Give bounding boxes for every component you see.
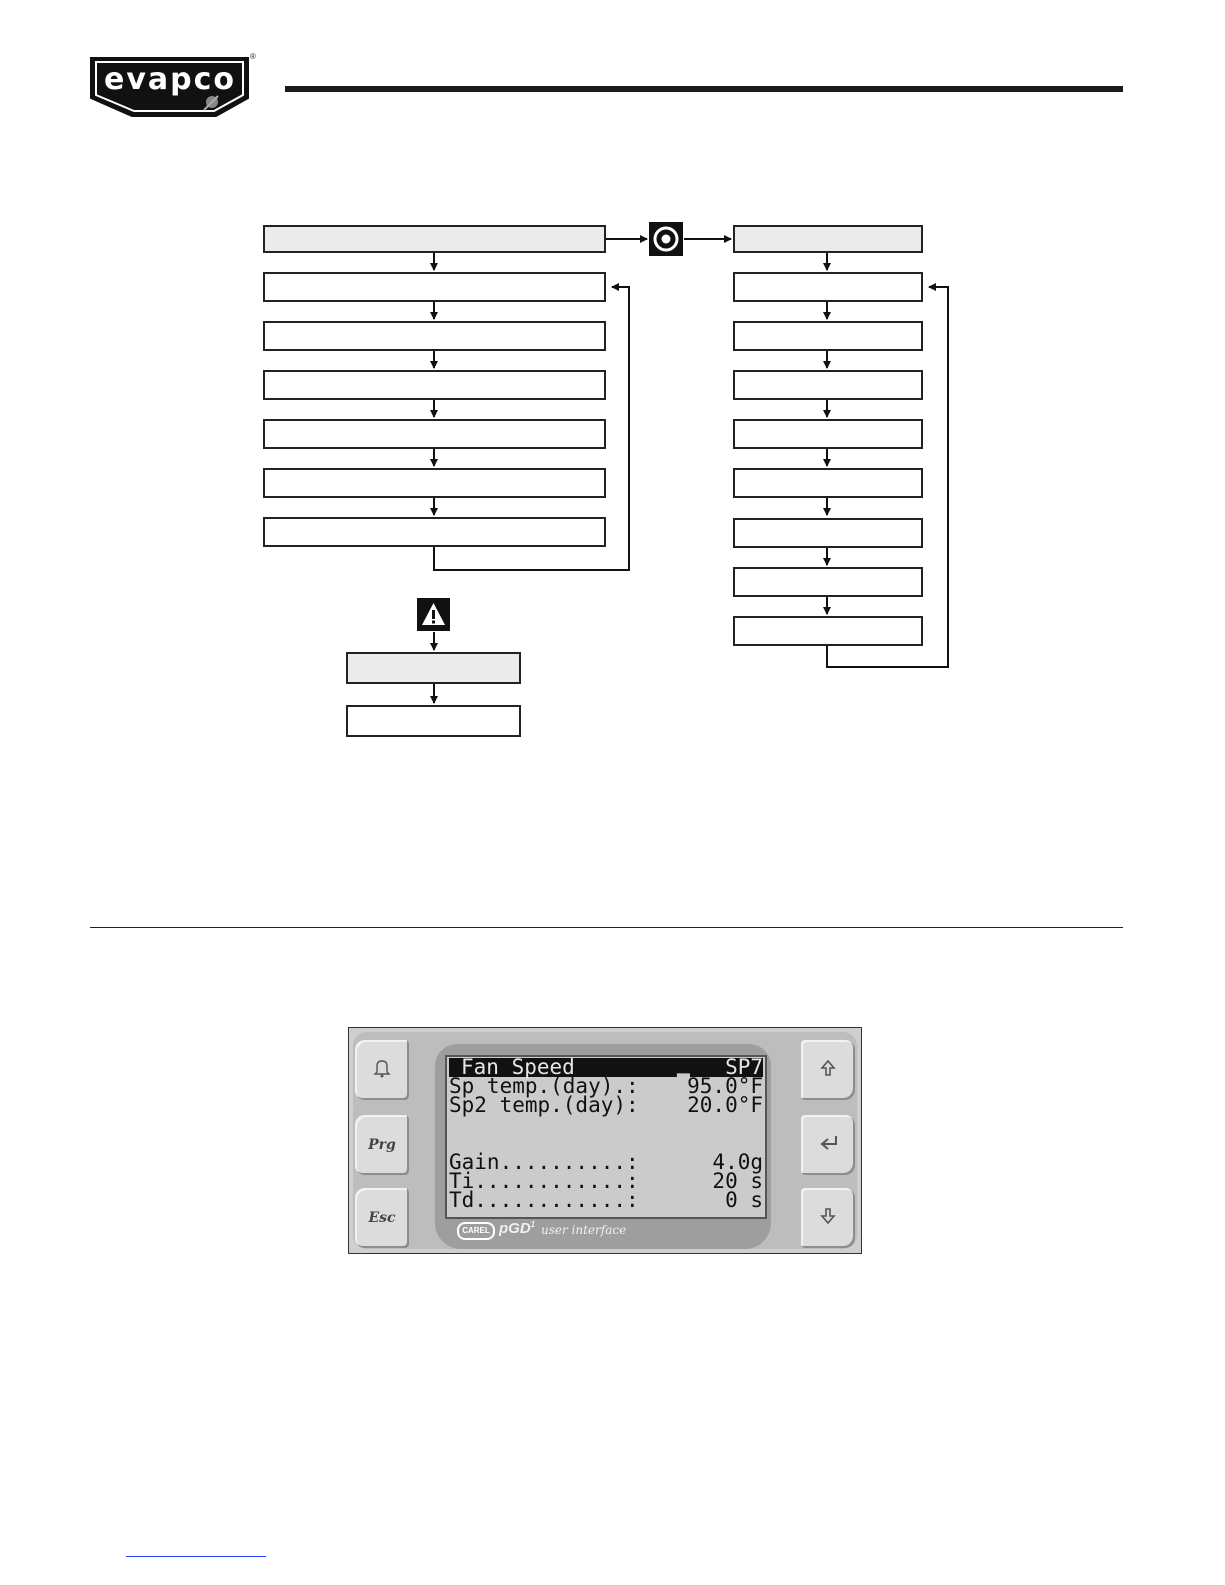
edit-cursor: █ [677,1074,690,1098]
flow-box-prg [733,616,923,646]
td-row: Td............: 0 s [449,1188,763,1212]
alarm-button[interactable] [355,1040,409,1100]
setpoint2-day-row: Sp2 temp.(day): 20.0°F [449,1093,763,1117]
prg-button[interactable]: Prg [355,1115,409,1175]
lcd-title-row: Fan Speed SP7 [449,1055,763,1079]
pgd-text: pGD [499,1220,531,1237]
header-rule [285,86,1123,92]
screen-title: Fan Speed [461,1055,575,1079]
flow-box-prg [733,272,923,302]
gain-value[interactable]: 4.0g [712,1150,763,1174]
flow-box-prg [733,321,923,351]
prg-label: Prg [368,1137,396,1153]
ti-value[interactable]: 20 s [712,1169,763,1193]
screen-code: SP7 [725,1055,763,1079]
flow-box-prg [733,567,923,597]
esc-button[interactable]: Esc [355,1188,409,1248]
carel-logo: CAREL [457,1222,495,1240]
evapco-logo: evapco ® [88,52,260,120]
flow-box-main [263,272,606,302]
alarm-warning-icon [417,598,450,631]
footer-link-rule [126,1556,266,1557]
pgd-sup: 1 [530,1220,536,1229]
flow-box-prg [733,370,923,400]
gain-row: Gain..........: 4.0g [449,1150,763,1174]
setpoint2-day-value[interactable]: 20.0°F [687,1093,763,1117]
up-button[interactable] [801,1040,855,1100]
enter-icon [816,1133,840,1157]
setpoint-day-value[interactable]: 95.0°F [687,1074,763,1098]
flow-box-prg-start [733,225,923,253]
section-divider [90,927,1123,928]
enter-button[interactable] [801,1115,855,1175]
td-value[interactable]: 0 s [725,1188,763,1212]
flow-box-main [263,419,606,449]
pgd-logo: pGD1 [499,1220,535,1237]
flow-box-main [263,517,606,547]
ti-label: Ti............: [449,1169,639,1193]
prg-target-icon [649,222,683,256]
flow-box-prg [733,419,923,449]
logo-badge-icon [90,57,249,117]
gain-label: Gain..........: [449,1150,639,1174]
setpoint-day-row: Sp temp.(day).: █ 95.0°F [449,1074,763,1098]
flow-box-prg [733,518,923,548]
registered-mark: ® [250,52,256,61]
td-label: Td............: [449,1188,639,1212]
setpoint-day-label: Sp temp.(day).: [449,1074,639,1098]
flow-box-prg [733,468,923,498]
flow-box-alarm-start [346,652,521,684]
flow-box-alarm [346,705,521,737]
ti-row: Ti............: 20 s [449,1169,763,1193]
brand-strip: CAREL pGD1 user interface [445,1219,763,1241]
flow-box-main [263,370,606,400]
alarm-bell-icon [371,1057,393,1083]
arrow-down-icon [818,1206,838,1230]
lcd-screen: Fan Speed SP7 Sp temp.(day).: █ 95.0°F S… [445,1055,767,1219]
arrow-up-icon [818,1058,838,1082]
pgd-terminal: Prg Esc Fan Speed SP7 Sp temp.(day).: █ … [348,1027,862,1254]
esc-label: Esc [368,1210,396,1226]
flow-diagram-connectors [430,235,949,704]
user-interface-text: user interface [541,1223,627,1237]
flow-box-main [263,468,606,498]
setpoint2-day-label: Sp2 temp.(day): [449,1093,639,1117]
flow-box-main-start [263,225,606,253]
flow-box-main [263,321,606,351]
logo-text: evapco [103,62,236,97]
down-button[interactable] [801,1188,855,1248]
